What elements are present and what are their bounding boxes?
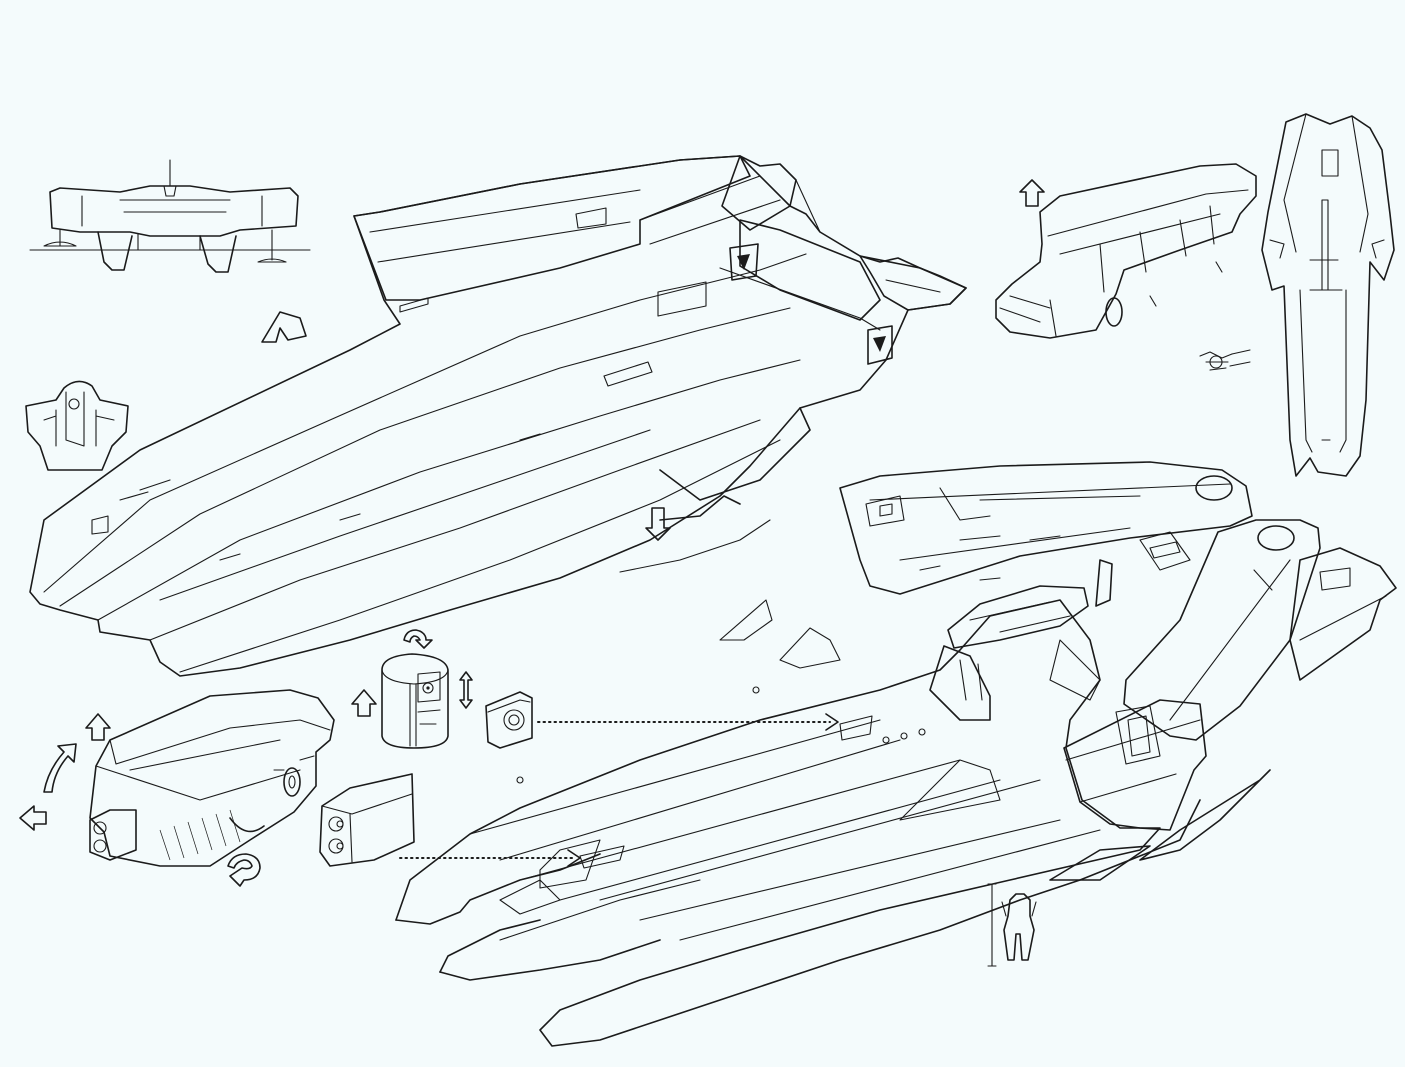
carrier-ship-deployed: [395, 461, 1397, 1047]
front-view-sketch: [29, 159, 311, 273]
chest-plate-sketch: [25, 380, 129, 471]
arrow-up-icon: [1019, 179, 1045, 207]
connector-block-sketch: [485, 691, 533, 749]
booster-module-sketch: [995, 163, 1257, 339]
small-fin-sketch: [261, 311, 307, 343]
up-down-arrow-icon: [459, 671, 473, 709]
rotate-arrow-icon: [403, 629, 433, 649]
rotate-arrow-icon: [227, 853, 261, 887]
arrow-up-icon: [85, 713, 111, 741]
scale-figure: [987, 883, 1037, 967]
mini-figure-glyph: [1199, 349, 1251, 371]
cargo-module-sketch: [89, 689, 335, 867]
cylinder-unit-sketch: [381, 653, 449, 749]
arrow-down-icon: [645, 507, 671, 541]
barrel-tube-sketch: [319, 773, 415, 867]
assembly-leader-line: [537, 713, 839, 731]
arrow-up-icon: [351, 689, 377, 717]
carrier-ship-main: [29, 155, 967, 677]
swing-arrow-icon: [43, 743, 77, 793]
weapon-arm-sketch: [1261, 113, 1395, 477]
assembly-leader-line: [399, 849, 581, 867]
arrow-left-icon: [19, 805, 47, 831]
